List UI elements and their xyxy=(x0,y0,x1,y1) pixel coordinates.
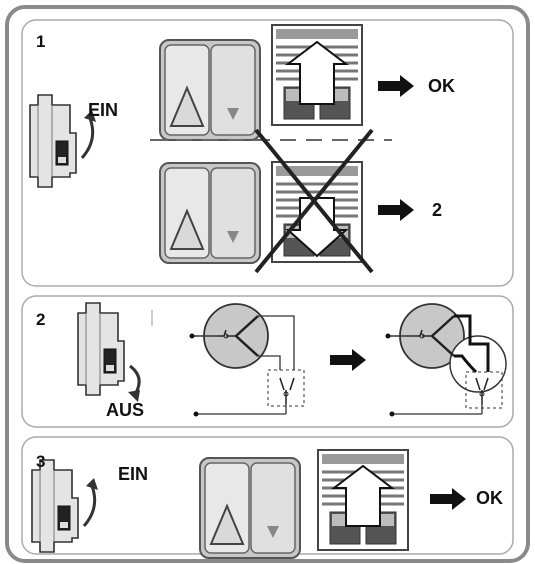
up-arrow-icon xyxy=(285,40,349,105)
step-1-goto-label: 2 xyxy=(432,200,443,220)
goto-arrow-icon xyxy=(378,199,414,221)
step-3-number: 3 xyxy=(36,452,46,471)
step-2-number: 2 xyxy=(36,310,46,329)
step-1-breaker-label: EIN xyxy=(88,100,119,120)
double-rocker-switch xyxy=(159,39,261,141)
step-1-panel xyxy=(21,19,514,287)
breaker-on-icon xyxy=(29,94,77,188)
step-1-ok-label: OK xyxy=(428,76,455,96)
step-2-panel xyxy=(21,295,514,428)
step-3-ok-label: OK xyxy=(476,488,503,508)
ok-arrow-icon-3 xyxy=(430,488,466,510)
double-rocker-switch-wrong xyxy=(159,162,261,264)
rotate-up-arrow-icon xyxy=(80,117,95,159)
rotate-up-arrow-icon-3 xyxy=(82,485,97,527)
wiring-diagram-before xyxy=(189,303,305,417)
wiring-diagram-after xyxy=(385,303,507,417)
outer-frame xyxy=(5,5,530,563)
breaker-on-icon-3 xyxy=(31,459,79,553)
double-rocker-switch-3 xyxy=(199,457,301,559)
breaker-off-icon xyxy=(77,302,125,396)
step-3-breaker-label: EIN xyxy=(118,464,149,484)
next-arrow-icon xyxy=(330,349,366,371)
ok-arrow-icon xyxy=(378,75,414,97)
step-1-number: 1 xyxy=(36,32,46,51)
up-arrow-icon-3 xyxy=(331,464,395,527)
wrong-cross-icon xyxy=(254,128,374,274)
step-2-breaker-label: AUS xyxy=(106,400,145,420)
